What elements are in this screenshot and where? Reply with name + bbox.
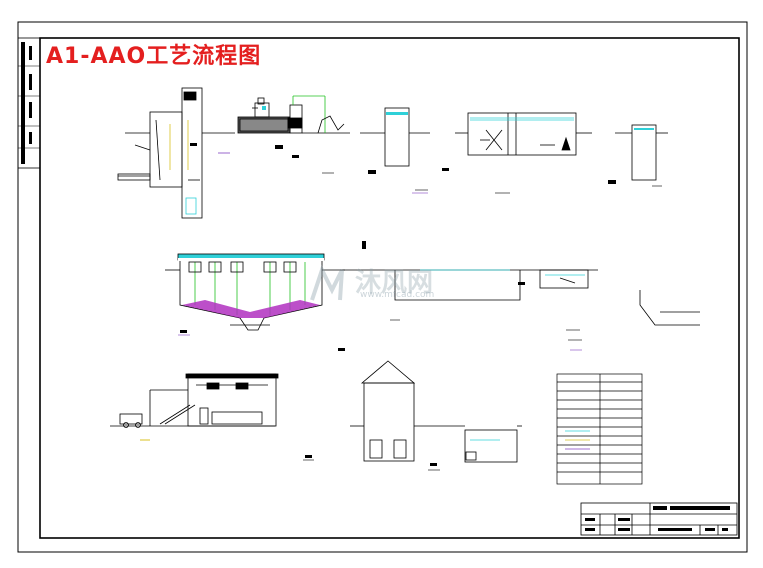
- watermark-url: www.mfcad.com: [360, 290, 435, 300]
- disinfection-well: [615, 124, 668, 181]
- binding-strip: [17, 37, 41, 169]
- title-block: [580, 502, 738, 536]
- sludge-dewatering-house: [110, 373, 279, 428]
- pump-house: [350, 360, 522, 463]
- label-box: [190, 143, 197, 146]
- inner-border: [39, 37, 740, 539]
- watermark-logo: [310, 264, 344, 301]
- outfall: [639, 290, 700, 326]
- grit-chamber: [237, 95, 350, 134]
- clarifier: [165, 253, 345, 331]
- watermark-text: 沐风网: [355, 268, 434, 298]
- outer-border: [17, 21, 748, 553]
- coarse-screen-pump-well: [117, 87, 235, 219]
- legend-table: [556, 373, 643, 485]
- primary-tank: [360, 107, 430, 167]
- drawing-title: A1-AAO工艺流程图: [46, 44, 262, 69]
- aao-tank: [455, 112, 592, 156]
